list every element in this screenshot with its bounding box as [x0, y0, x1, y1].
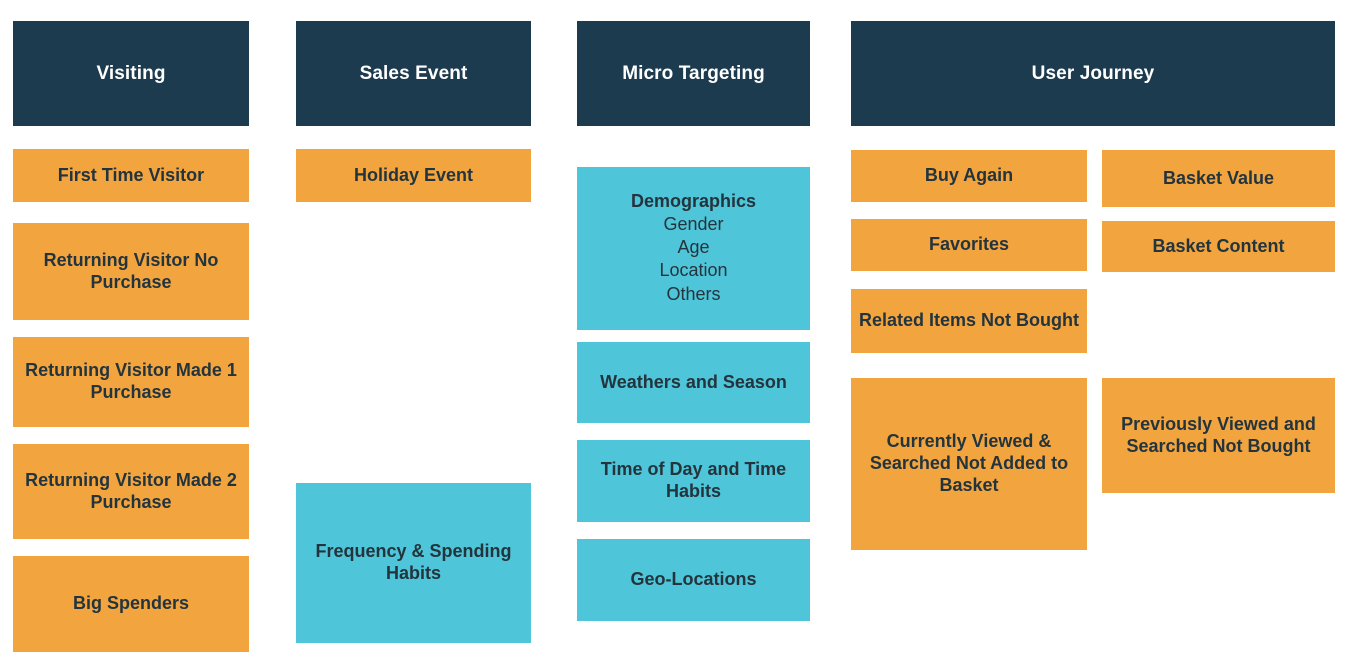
node-label: Geo-Locations	[630, 569, 757, 590]
node-demographics[interactable]: Demographics Gender Age Location Others	[577, 167, 810, 330]
node-previously-viewed-and-searched-not-bought[interactable]: Previously Viewed and Searched Not Bough…	[1102, 378, 1335, 493]
node-currently-viewed-searched-not-added-to-basket[interactable]: Currently Viewed & Searched Not Added to…	[851, 378, 1087, 550]
node-buy-again[interactable]: Buy Again	[851, 150, 1087, 202]
node-label: Currently Viewed & Searched Not Added to…	[869, 431, 1069, 495]
column-header-label: Sales Event	[359, 62, 468, 84]
column-header-sales-event: Sales Event	[296, 21, 531, 126]
node-geo-locations[interactable]: Geo-Locations	[577, 539, 810, 621]
column-header-label: Micro Targeting	[622, 62, 765, 84]
node-basket-content[interactable]: Basket Content	[1102, 221, 1335, 272]
node-time-of-day-and-time-habits[interactable]: Time of Day and Time Habits	[577, 440, 810, 522]
column-header-user-journey: User Journey	[851, 21, 1335, 126]
column-header-visiting: Visiting	[13, 21, 249, 126]
node-sublabel-location: Location	[659, 260, 728, 281]
node-returning-visitor-made-2-purchase[interactable]: Returning Visitor Made 2 Purchase	[13, 444, 249, 539]
node-label: Returning Visitor Made 2 Purchase	[25, 469, 237, 512]
node-label: Buy Again	[924, 165, 1014, 186]
node-label: Demographics	[630, 191, 757, 212]
node-label: Related Items Not Bought	[858, 310, 1079, 331]
node-sublabel-gender: Gender	[663, 214, 724, 235]
node-basket-value[interactable]: Basket Value	[1102, 150, 1335, 207]
column-header-micro-targeting: Micro Targeting	[577, 21, 810, 126]
node-label: Weathers and Season	[600, 371, 787, 392]
node-label: Previously Viewed and Searched Not Bough…	[1121, 413, 1316, 456]
node-label: Basket Content	[1152, 235, 1285, 256]
node-label: Frequency & Spending Habits	[315, 541, 512, 583]
node-sublabel-others: Others	[666, 283, 721, 304]
node-label: Holiday Event	[353, 164, 474, 185]
node-weathers-and-season[interactable]: Weathers and Season	[577, 342, 810, 423]
node-returning-visitor-made-1-purchase[interactable]: Returning Visitor Made 1 Purchase	[13, 337, 249, 427]
column-header-label: Visiting	[96, 62, 166, 84]
node-holiday-event[interactable]: Holiday Event	[296, 149, 531, 202]
node-label: Returning Visitor No Purchase	[43, 249, 219, 292]
node-label: Favorites	[928, 234, 1010, 255]
node-label: First Time Visitor	[57, 164, 205, 185]
node-label: Time of Day and Time Habits	[600, 459, 787, 501]
node-big-spenders[interactable]: Big Spenders	[13, 556, 249, 652]
node-first-time-visitor[interactable]: First Time Visitor	[13, 149, 249, 202]
node-label: Basket Value	[1162, 167, 1275, 188]
node-label: Big Spenders	[72, 593, 190, 614]
node-sublabel-age: Age	[677, 237, 710, 258]
node-related-items-not-bought[interactable]: Related Items Not Bought	[851, 289, 1087, 353]
node-stack: Demographics Gender Age Location Others	[583, 191, 804, 305]
node-favorites[interactable]: Favorites	[851, 219, 1087, 271]
node-label: Returning Visitor Made 1 Purchase	[25, 360, 237, 402]
node-returning-visitor-no-purchase[interactable]: Returning Visitor No Purchase	[13, 223, 249, 320]
node-frequency-spending-habits[interactable]: Frequency & Spending Habits	[296, 483, 531, 643]
column-header-label: User Journey	[1031, 62, 1155, 84]
